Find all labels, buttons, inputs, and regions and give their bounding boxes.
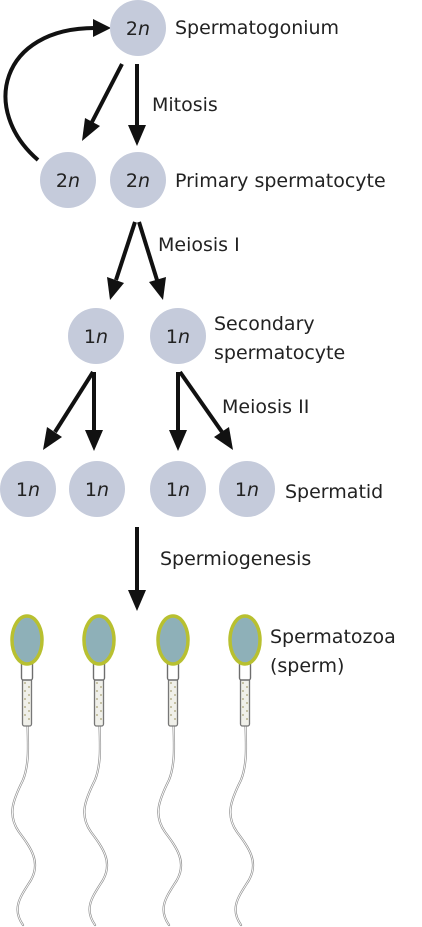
spermatogonium-cell: 2n xyxy=(110,0,166,56)
cells: 2n 2n 2n 1n 1n 1n 1n 1n xyxy=(0,0,275,517)
arrows xyxy=(3,19,233,611)
mitosis-arrowhead-right xyxy=(128,125,146,146)
meiosis2-arrow-right-2 xyxy=(178,370,224,434)
label-spermiogenesis: Spermiogenesis xyxy=(160,548,311,570)
label-mitosis: Mitosis xyxy=(152,94,218,116)
label-spermatogonium: Spermatogonium xyxy=(175,17,339,39)
meiosis1-arrow-right xyxy=(137,221,159,281)
svg-text:1n: 1n xyxy=(166,326,190,348)
meiosis2-arrow-left-1 xyxy=(53,370,95,434)
secondary-spermatocyte-cell-right: 1n xyxy=(150,308,206,364)
mitosis-arrowhead-left xyxy=(82,118,100,141)
meiosis2-arrowhead-right-2 xyxy=(214,427,233,450)
spermatid-cell-4: 1n xyxy=(219,461,275,517)
meiosis1-arrowhead-right xyxy=(149,277,166,300)
sperm-4 xyxy=(228,614,262,927)
spermatid-cell-2: 1n xyxy=(69,461,125,517)
spermatid-cell-1: 1n xyxy=(0,461,56,517)
label-secondary-spermatocyte-line2: spermatocyte xyxy=(214,342,345,364)
label-spermatozoa-line2: (sperm) xyxy=(270,655,344,677)
svg-text:2n: 2n xyxy=(56,170,80,192)
spermatid-cell-3: 1n xyxy=(150,461,206,517)
label-spermatid: Spermatid xyxy=(285,481,383,503)
sperm-3 xyxy=(156,614,190,927)
secondary-spermatocyte-cell-left: 1n xyxy=(68,308,124,364)
primary-spermatocyte-cell-right: 2n xyxy=(110,152,166,208)
label-primary-spermatocyte: Primary spermatocyte xyxy=(175,170,386,192)
label-secondary-spermatocyte-line1: Secondary xyxy=(214,313,315,335)
sperm-1 xyxy=(10,614,44,927)
svg-text:1n: 1n xyxy=(16,479,40,501)
meiosis1-arrow-left xyxy=(114,221,137,281)
sperm-2 xyxy=(82,614,116,927)
svg-text:1n: 1n xyxy=(84,326,108,348)
label-spermatozoa-line1: Spermatozoa xyxy=(270,626,396,648)
self-renewal-arrowhead xyxy=(93,19,111,37)
mitosis-arrow-left xyxy=(90,63,124,123)
meiosis2-arrowhead-right-1 xyxy=(169,430,187,451)
svg-text:1n: 1n xyxy=(166,479,190,501)
primary-spermatocyte-cell-left: 2n xyxy=(40,152,96,208)
meiosis1-arrowhead-left xyxy=(107,277,124,300)
label-meiosis-2: Meiosis II xyxy=(222,396,309,418)
label-meiosis-1: Meiosis I xyxy=(158,234,240,256)
svg-text:2n: 2n xyxy=(126,18,150,40)
labels: Spermatogonium Mitosis Primary spermatoc… xyxy=(152,17,396,677)
self-renewal-arrow xyxy=(3,26,96,162)
meiosis2-arrowhead-left-1 xyxy=(43,427,62,450)
meiosis2-arrowhead-left-2 xyxy=(85,430,103,451)
spermiogenesis-arrowhead xyxy=(128,590,146,611)
spermatozoa xyxy=(10,614,262,927)
svg-text:1n: 1n xyxy=(235,479,259,501)
svg-text:2n: 2n xyxy=(126,170,150,192)
svg-text:1n: 1n xyxy=(85,479,109,501)
